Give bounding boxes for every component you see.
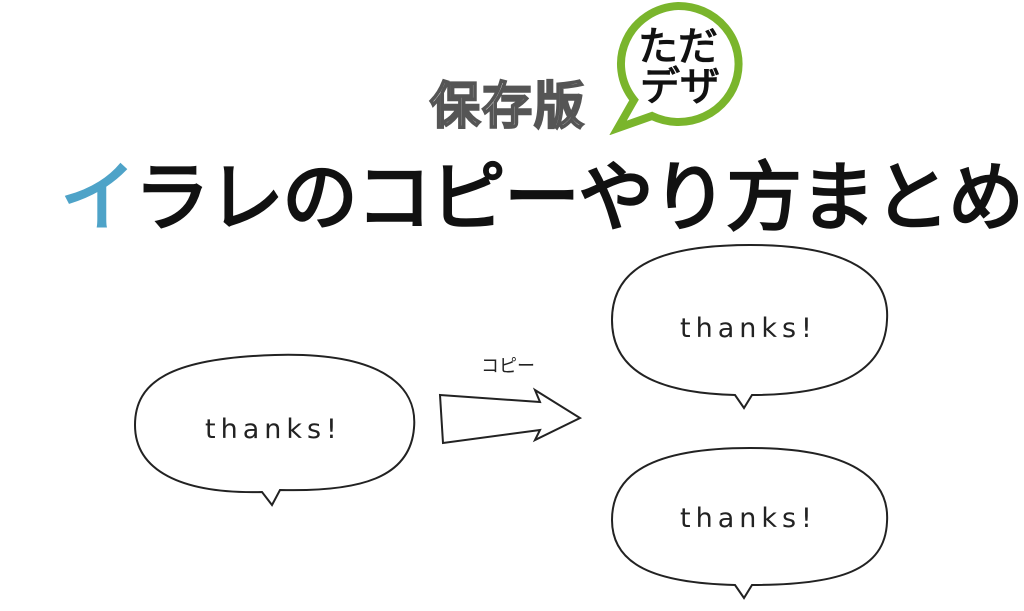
- title-first-char: イ: [60, 153, 136, 242]
- logo-speech-bubble: ただ デザ: [609, 1, 743, 135]
- title-rest: ラレのコピーやり方まとめ: [134, 153, 1024, 242]
- speech-bubble-bottom-right: [610, 446, 889, 600]
- speech-bubble-left: [133, 353, 416, 507]
- page-title: イラレのコピーやり方まとめ: [60, 136, 1024, 246]
- copy-arrow-icon: [438, 387, 583, 445]
- bubble-text: thanks!: [680, 503, 817, 534]
- copy-label: コピー: [481, 356, 535, 377]
- archive-badge: 保存版: [429, 76, 586, 136]
- bubble-text: thanks!: [680, 313, 817, 344]
- svg-text:デザ: デザ: [640, 64, 720, 110]
- speech-bubble-top-right: [610, 243, 889, 410]
- bubble-text: thanks!: [205, 414, 342, 445]
- svg-text:ただ: ただ: [638, 24, 718, 70]
